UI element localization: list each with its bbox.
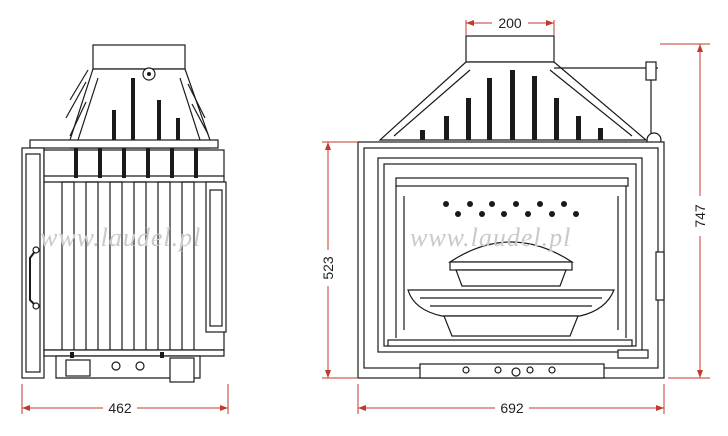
watermark-left: www.laudel.pl <box>40 223 201 252</box>
dim-front-width: 692 <box>500 400 524 416</box>
watermark-right: www.laudel.pl <box>410 223 571 252</box>
dim-opening-height: 523 <box>320 256 336 280</box>
front-view <box>357 35 665 379</box>
dim-front-height: 747 <box>692 204 708 228</box>
dim-flue-diameter: 200 <box>498 15 522 31</box>
dim-side-depth: 462 <box>108 400 132 416</box>
side-view <box>21 44 227 383</box>
